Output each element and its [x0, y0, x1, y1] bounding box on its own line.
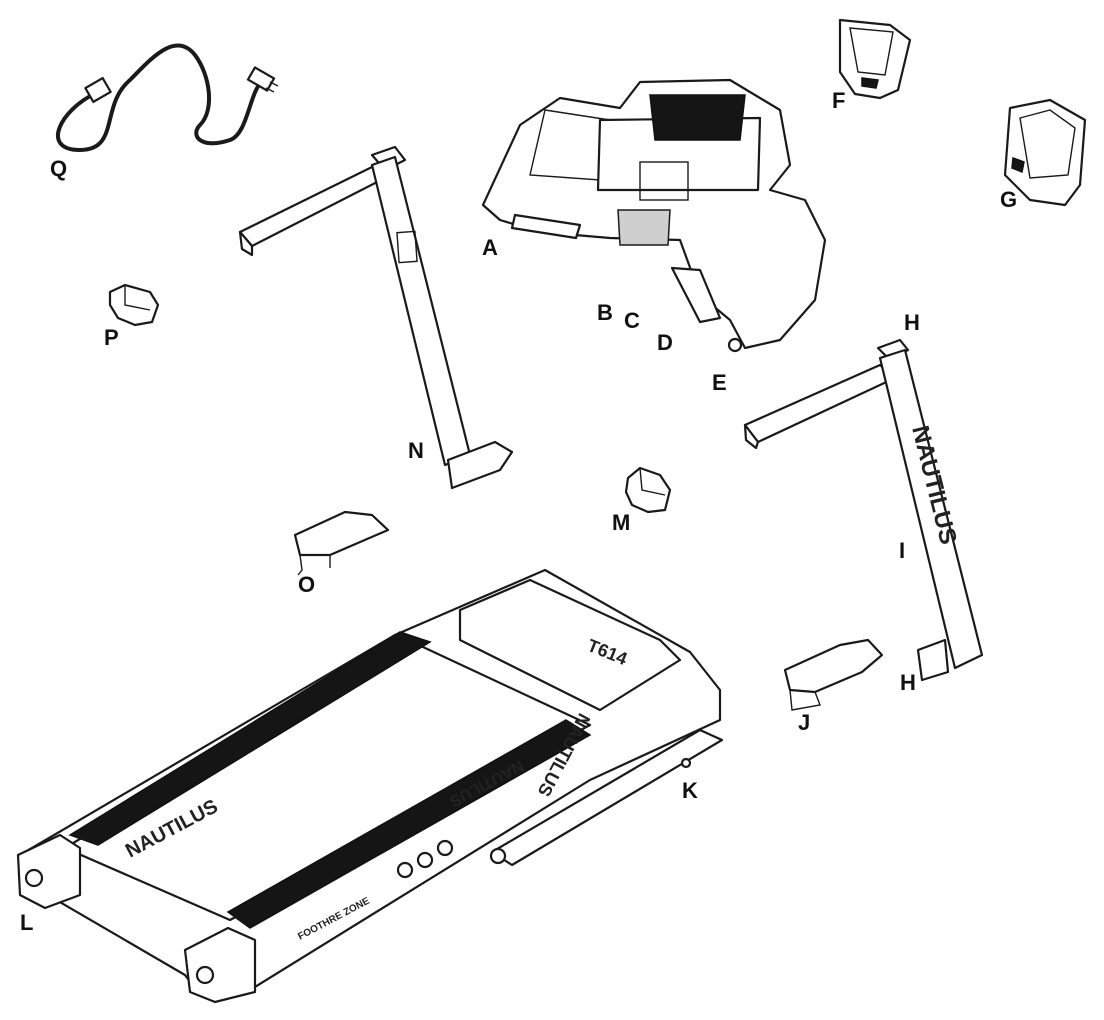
base-cover-part: [783, 638, 884, 711]
power-cord-part: [56, 43, 279, 153]
part-label-m: M: [612, 510, 631, 535]
part-label-i: I: [899, 538, 906, 563]
part-label-g: G: [1000, 187, 1018, 212]
part-label-f: F: [832, 88, 846, 113]
part-label-j: J: [798, 710, 811, 735]
part-label-o: O: [298, 572, 316, 597]
part-label-e: E: [712, 370, 727, 395]
part-label-h-top: H: [904, 310, 920, 335]
part-label-n: N: [408, 438, 424, 463]
cup-holder-part: [838, 18, 912, 100]
left-upright-part: [238, 145, 514, 490]
part-label-l: L: [20, 910, 34, 935]
part-label-b: B: [597, 300, 613, 325]
right-upright-part: NAUTILUS: [743, 338, 984, 682]
part-label-a: A: [482, 235, 498, 260]
small-cover-part: [624, 466, 672, 514]
part-label-p: P: [104, 325, 119, 350]
console-part: [481, 78, 827, 353]
cup-holder-part: [1003, 98, 1087, 207]
base-cover-part: [293, 510, 390, 576]
part-label-c: C: [624, 308, 640, 333]
part-label-k: K: [682, 778, 698, 803]
base-rail-part: [489, 728, 724, 867]
part-label-d: D: [657, 330, 673, 355]
part-label-h-bottom: H: [900, 670, 916, 695]
small-cover-part: [108, 283, 160, 327]
treadmill-deck-part: T614 NAUTILUS NAUTILUS NAUTILUS FOOTHRE …: [16, 568, 722, 1004]
part-label-q: Q: [50, 156, 68, 181]
